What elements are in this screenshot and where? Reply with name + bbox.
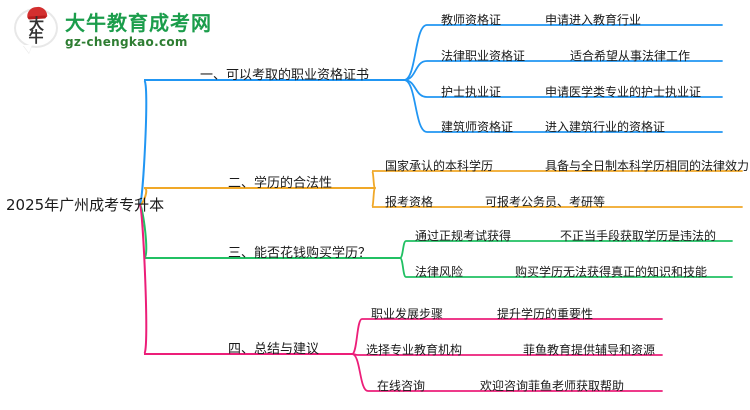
- leaf-label-1-1: 教师资格证: [441, 13, 502, 27]
- leaf-desc-1-2: 适合希望从事法律工作: [570, 49, 691, 63]
- site-logo: 大 牛 大牛教育成考网 gz-chengkao.com: [14, 6, 212, 53]
- connector-line: [399, 240, 733, 259]
- leaf-label-3-2: 法律风险: [415, 265, 464, 279]
- leaf-desc-2-1: 具备与全日制本科学历相同的法律效力: [545, 159, 750, 173]
- leaf-desc-4-3: 欢迎咨询菲鱼老师获取帮助: [480, 379, 625, 393]
- leaf-desc-1-4: 进入建筑行业的资格证: [545, 120, 666, 134]
- leaf-label-1-3: 护士执业证: [441, 85, 502, 99]
- leaf-desc-4-2: 菲鱼教育提供辅导和资源: [523, 343, 656, 357]
- logo-badge-char-top: 大: [28, 15, 44, 33]
- leaf-desc-3-2: 购买学历无法获得真正的知识和技能: [515, 265, 708, 279]
- logo-domain: gz-chengkao.com: [65, 34, 188, 49]
- leaf-label-3-1: 通过正规考试获得: [415, 229, 512, 243]
- branch-title-1: 一、可以考取的职业资格证书: [200, 68, 370, 83]
- branch-title-2: 二、学历的合法性: [228, 176, 333, 191]
- leaf-label-4-1: 职业发展步骤: [371, 307, 444, 321]
- leaf-desc-1-3: 申请医学类专业的护士执业证: [545, 85, 702, 99]
- leaf-desc-1-1: 申请进入教育行业: [545, 13, 642, 27]
- logo-badge-icon: 大 牛: [14, 6, 58, 53]
- leaf-label-2-2: 报考资格: [385, 195, 434, 209]
- leaf-desc-2-2: 可报考公务员、考研等: [485, 195, 606, 209]
- leaf-label-2-1: 国家承认的本科学历: [385, 159, 494, 173]
- leaf-label-1-4: 建筑师资格证: [441, 120, 514, 134]
- logo-title: 大牛教育成考网: [65, 10, 212, 35]
- branch-title-3: 三、能否花钱购买学历？: [228, 246, 372, 261]
- logo-bubble-tail-shape: [23, 45, 32, 53]
- leaf-desc-3-1: 不正当手段获取学历是违法的: [560, 229, 717, 243]
- connector-line: [139, 204, 353, 355]
- branch-title-4: 四、总结与建议: [228, 342, 320, 357]
- logo-badge-char-bottom: 牛: [28, 28, 44, 46]
- leaf-label-1-2: 法律职业资格证: [441, 49, 526, 63]
- connector-line: [403, 60, 723, 81]
- logo-text-block: 大牛教育成考网 gz-chengkao.com: [65, 13, 212, 48]
- leaf-label-4-2: 选择专业教育机构: [366, 343, 463, 357]
- mindmap-root-label: 2025年广州成考专升本: [6, 196, 165, 214]
- connector-line: [371, 170, 743, 189]
- leaf-label-4-3: 在线咨询: [377, 379, 426, 393]
- leaf-desc-4-1: 提升学历的重要性: [497, 307, 594, 321]
